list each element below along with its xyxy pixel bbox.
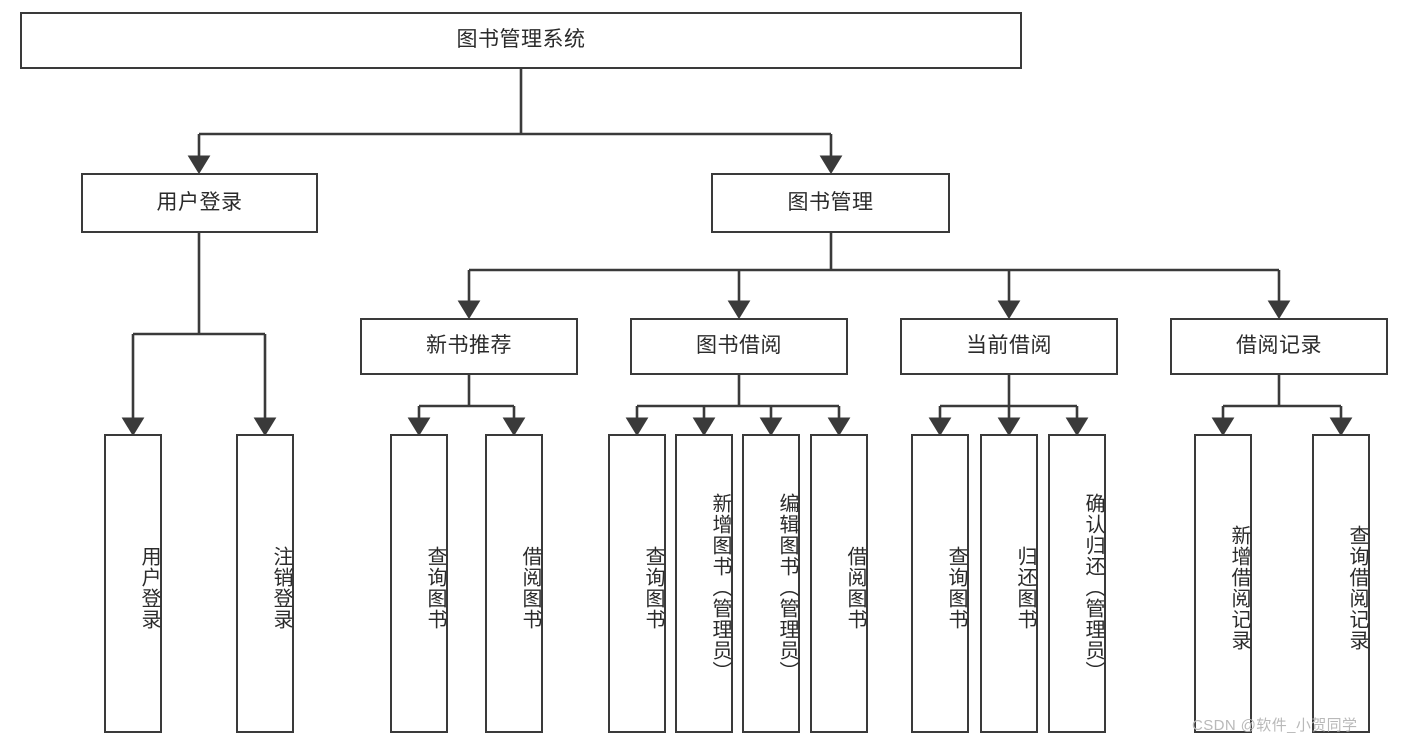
node-book-manage[interactable]: 图书管理 xyxy=(711,173,950,233)
node-leaf-query-book-1-label: 查询图书 xyxy=(424,545,446,630)
node-user-login-label: 用户登录 xyxy=(156,190,243,214)
node-leaf-query-book-2-label: 查询图书 xyxy=(642,545,664,630)
node-leaf-query-record-label: 查询借阅记录 xyxy=(1346,524,1368,651)
node-new-book-recommend-label: 新书推荐 xyxy=(426,334,512,358)
node-leaf-query-book-1[interactable]: 查询图书 xyxy=(390,434,448,733)
node-leaf-borrow-book-1-label: 借阅图书 xyxy=(519,545,541,630)
node-leaf-add-book[interactable]: 新增图书（管理员） xyxy=(675,434,733,733)
node-leaf-query-record[interactable]: 查询借阅记录 xyxy=(1312,434,1370,733)
node-current-borrow-label: 当前借阅 xyxy=(966,334,1052,358)
node-leaf-confirm-return-label: 确认归还（管理员） xyxy=(1082,493,1104,682)
node-root-label: 图书管理系统 xyxy=(456,28,586,52)
node-leaf-borrow-book-1[interactable]: 借阅图书 xyxy=(485,434,543,733)
node-leaf-confirm-return[interactable]: 确认归还（管理员） xyxy=(1048,434,1106,733)
node-leaf-return-book-label: 归还图书 xyxy=(1014,545,1036,630)
node-root[interactable]: 图书管理系统 xyxy=(20,12,1022,69)
node-leaf-user-login[interactable]: 用户登录 xyxy=(104,434,162,733)
node-user-login[interactable]: 用户登录 xyxy=(81,173,318,233)
node-leaf-add-record[interactable]: 新增借阅记录 xyxy=(1194,434,1252,733)
node-leaf-user-login-label: 用户登录 xyxy=(138,545,160,630)
node-book-borrow[interactable]: 图书借阅 xyxy=(630,318,848,375)
node-book-manage-label: 图书管理 xyxy=(787,190,874,214)
node-current-borrow[interactable]: 当前借阅 xyxy=(900,318,1118,375)
node-leaf-logout-login-label: 注销登录 xyxy=(270,545,292,630)
node-leaf-query-book-3[interactable]: 查询图书 xyxy=(911,434,969,733)
node-new-book-recommend[interactable]: 新书推荐 xyxy=(360,318,578,375)
node-leaf-add-book-label: 新增图书（管理员） xyxy=(709,493,731,682)
node-leaf-return-book[interactable]: 归还图书 xyxy=(980,434,1038,733)
node-leaf-query-book-2[interactable]: 查询图书 xyxy=(608,434,666,733)
node-leaf-borrow-book-2-label: 借阅图书 xyxy=(844,545,866,630)
node-borrow-record[interactable]: 借阅记录 xyxy=(1170,318,1388,375)
node-book-borrow-label: 图书借阅 xyxy=(696,334,782,358)
node-leaf-logout-login[interactable]: 注销登录 xyxy=(236,434,294,733)
node-leaf-edit-book-label: 编辑图书（管理员） xyxy=(776,493,798,682)
node-borrow-record-label: 借阅记录 xyxy=(1236,334,1322,358)
node-leaf-borrow-book-2[interactable]: 借阅图书 xyxy=(810,434,868,733)
node-leaf-add-record-label: 新增借阅记录 xyxy=(1228,524,1250,651)
watermark-text: CSDN @软件_小贺同学 xyxy=(1192,717,1358,734)
node-leaf-query-book-3-label: 查询图书 xyxy=(945,545,967,630)
node-leaf-edit-book[interactable]: 编辑图书（管理员） xyxy=(742,434,800,733)
